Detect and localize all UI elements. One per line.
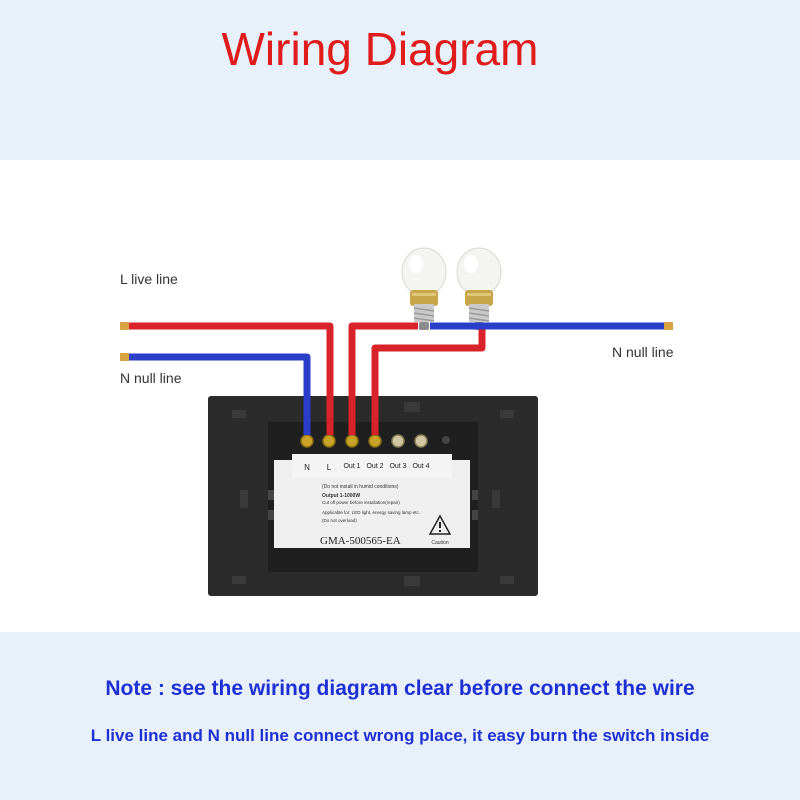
terminal-screw-n [300, 434, 314, 448]
terminal-label-out2: Out 2 [366, 463, 383, 470]
terminal-screw-l [322, 434, 336, 448]
note-line-1: Note : see the wiring diagram clear befo… [105, 677, 695, 700]
model-number: GMA-500565-EA [320, 535, 401, 547]
terminal-screw-out1 [345, 434, 359, 448]
mounting-slot [232, 410, 246, 418]
spec-line-3: Cut off power before installation(repair… [322, 500, 400, 505]
spec-line-2: Output 1-1000W [322, 493, 360, 499]
spec-line-4: Applicable for: LED light, energy saving… [322, 510, 420, 515]
terminal-label-l: L [327, 463, 332, 472]
terminal-label-out1: Out 1 [343, 463, 360, 470]
mounting-slot [492, 490, 500, 508]
light-bulb-icon [456, 247, 502, 330]
wire-tip [120, 353, 129, 361]
spec-line-5: (Do not overload) [322, 518, 357, 523]
terminal-label-strip [292, 454, 452, 478]
note-line-2: L live line and N null line connect wron… [90, 726, 710, 745]
label-l-live-line: L live line [120, 271, 178, 287]
page-title: Wiring Diagram [221, 23, 539, 75]
terminal-screw-out3 [391, 434, 405, 448]
caution-icon [428, 514, 452, 535]
label-n-null-line-right: N null line [612, 344, 674, 360]
label-n-null-line-left: N null line [120, 370, 182, 386]
module-rib [268, 510, 274, 520]
diagram-panel: N L Out 1 Out 2 Out 3 Out 4 (Do not inst… [0, 160, 800, 632]
wiring-diagram: N L Out 1 Out 2 Out 3 Out 4 (Do not inst… [120, 247, 674, 596]
wire-tip [664, 322, 673, 330]
terminal-screws [300, 434, 450, 448]
caution-label: Caution [431, 540, 448, 546]
live-wire-l [128, 322, 334, 435]
light-bulb-icon [401, 247, 447, 330]
wire-tip [120, 322, 129, 330]
module-rib [472, 490, 478, 500]
mounting-slot [240, 490, 248, 508]
terminal-label-out4: Out 4 [412, 463, 429, 470]
terminal-hole [442, 436, 450, 444]
terminal-label-n: N [304, 463, 310, 472]
module-rib [268, 490, 274, 500]
terminal-label-out3: Out 3 [389, 463, 406, 470]
mounting-slot [232, 576, 246, 584]
output-wire-1 [348, 322, 418, 435]
terminal-screw-out2 [368, 434, 382, 448]
neutral-wire-left [128, 353, 311, 435]
wire-tips [120, 322, 673, 361]
module-rib [472, 510, 478, 520]
mounting-slot [500, 410, 514, 418]
mounting-slot [404, 402, 420, 412]
output-wire-2 [371, 326, 486, 435]
mounting-slot [500, 576, 514, 584]
mounting-slot [404, 576, 420, 586]
terminal-screw-out4 [414, 434, 428, 448]
spec-line-1: (Do not install in humid conditions) [322, 484, 399, 490]
